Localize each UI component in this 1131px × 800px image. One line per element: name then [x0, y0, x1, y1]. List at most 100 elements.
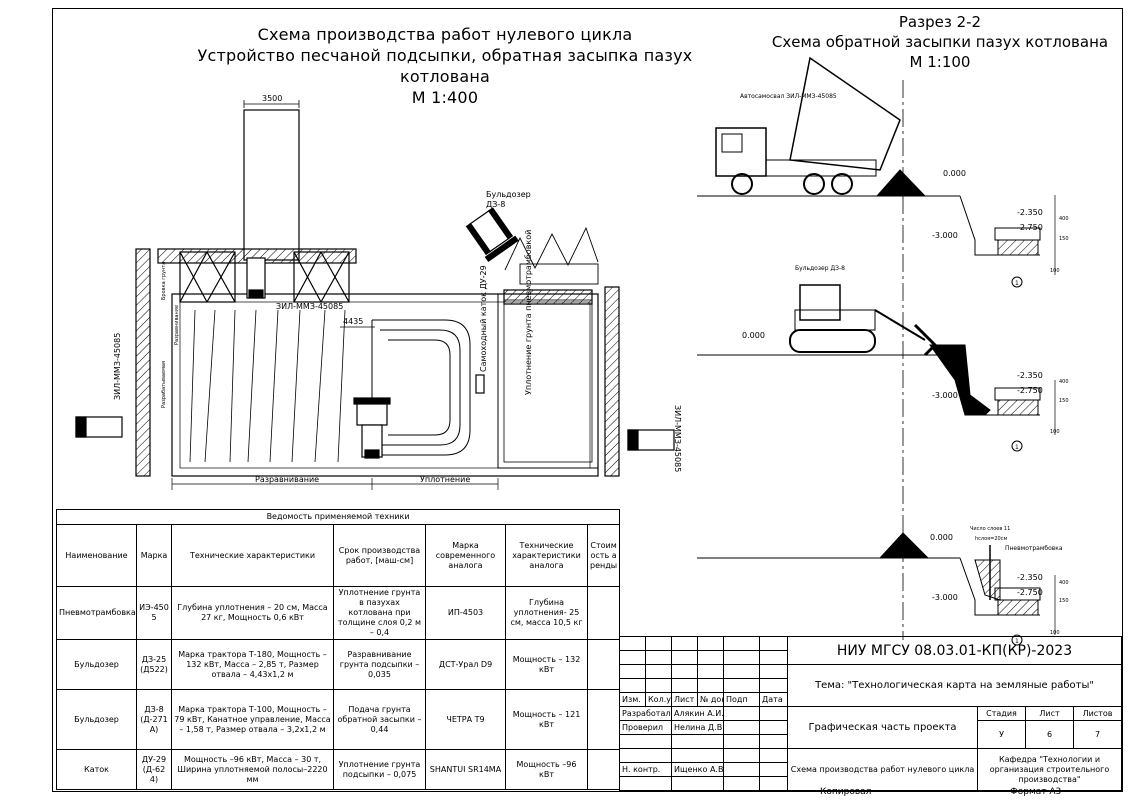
crest-hatch-right [604, 286, 620, 477]
table-row: Бульдозер ДЗ-25 (Д522) Марка трактора Т-… [56, 639, 621, 690]
sheet-value: 6 [1025, 720, 1074, 749]
topic-cell: Тема: "Технологическая карта на земляные… [786, 664, 1123, 707]
spec-cell: ДЗ-8 (Д-271А) [136, 689, 172, 750]
level-3000-s1: -3.000 [932, 231, 958, 240]
axis-1-s1: 1 [1015, 280, 1019, 287]
level-0-s3: 0.000 [930, 533, 953, 542]
footer-copied: Копировал [820, 787, 872, 797]
dim-150-s2: 150 [1059, 398, 1069, 404]
stamp-header-list: Лист [671, 692, 698, 707]
spec-header-cell: Марка [136, 524, 172, 587]
stage-header: Стадия [977, 706, 1026, 721]
title-block: НИУ МГСУ 08.03.01-КП(КР)-2023 Тема: "Тех… [619, 636, 1123, 791]
spec-cell: Пневмотрамбовка [56, 586, 137, 640]
spec-header-cell: Стоимость аренды [586, 524, 621, 587]
spec-header-cell: Марка современного аналога [425, 524, 506, 587]
dim-100-s1: 100 [1050, 268, 1060, 274]
dim-3500: 3500 [262, 94, 282, 103]
spec-header-cell: Наименование [56, 524, 137, 587]
side-label-dev: Разрабатываемая [161, 361, 167, 408]
spec-cell [586, 689, 621, 750]
spec-cell: Глубина уплотнения – 20 см, Масса 27 кг,… [171, 586, 334, 640]
spec-cell [586, 749, 621, 790]
equipment-spec-table: Ведомость применяемой техники Наименован… [55, 509, 621, 790]
bulldozer-side-label: Бульдозер ДЗ-8 [795, 265, 845, 272]
department: Кафедра "Технологии и организация строит… [976, 748, 1123, 791]
level-0-s2: 0.000 [742, 331, 765, 340]
section-view [697, 56, 1056, 646]
spec-header-cell: Срок производства работ, [маш-см] [333, 524, 426, 587]
compaction-label: Уплотнение грунта пневмотрамбовкой [524, 230, 533, 395]
spec-cell: Мощность – 132 кВт [505, 639, 588, 690]
level-2350-s1: -2.350 [1017, 208, 1043, 217]
level-3000-s3: -3.000 [932, 593, 958, 602]
spec-cell: SHANTUI SR14MA [425, 749, 506, 790]
level-2750-s1: -2.750 [1017, 223, 1043, 232]
dim-4435: 4435 [343, 317, 363, 326]
truck-right-label: ЗИЛ-ММЗ-45085 [673, 405, 682, 472]
level-2750-s2: -2.750 [1017, 386, 1043, 395]
dim-400-s2: 400 [1059, 379, 1069, 385]
truck-top-left [75, 416, 123, 438]
spec-caption: Ведомость применяемой техники [55, 509, 621, 525]
bulldozer-side [789, 284, 938, 357]
dim-400-s1: 400 [1059, 216, 1069, 222]
drawing-code: НИУ МГСУ 08.03.01-КП(КР)-2023 [786, 636, 1123, 665]
spec-cell: Подача грунта обратной засыпки – 0,44 [333, 689, 426, 750]
dim-150-s1: 150 [1059, 236, 1069, 242]
bulldozer-model-label: ДЗ-8 [486, 200, 505, 209]
truck-center-label: ЗИЛ-ММЗ-45085 [276, 302, 343, 311]
spec-cell: Каток [56, 749, 137, 790]
dim-150-s3: 150 [1059, 598, 1069, 604]
drawing-name: Схема производства работ нулевого цикла [787, 748, 978, 791]
dim-100-s3: 100 [1050, 630, 1060, 636]
spec-cell [586, 586, 621, 640]
role-developer: Разработал [619, 706, 672, 721]
side-label-crest: Бровка грунта [161, 262, 167, 300]
spec-cell: ЧЕТРА Т9 [425, 689, 506, 750]
name-checker: Нелина Д.В. [671, 720, 724, 735]
spec-cell: Марка трактора Т-180, Мощность – 132 кВт… [171, 639, 334, 690]
access-ramp [243, 109, 300, 261]
layer-height-label: hслоя=20см [975, 536, 1007, 542]
spec-cell [586, 639, 621, 690]
dim-400-s3: 400 [1059, 580, 1069, 586]
plan-title-line1: Схема производства работ нулевого цикла [257, 25, 633, 44]
name-developer: Алякин А.И. [671, 706, 724, 721]
section-title-line3: М 1:100 [909, 53, 971, 71]
stamp-header-doc: № док. [697, 692, 724, 707]
spec-cell: ДУ-29 (Д-624) [136, 749, 172, 790]
table-row: Каток ДУ-29 (Д-624) Мощность –96 кВт, Ма… [56, 749, 621, 790]
spec-cell: Марка трактора Т-100, Мощность – 79 кВт,… [171, 689, 334, 750]
spec-cell: Мощность –96 кВт, Масса – 30 т, Ширина у… [171, 749, 334, 790]
name-normcontrol: Ищенко А.В. [671, 762, 724, 777]
pit-outline [171, 293, 599, 477]
spec-header-cell: Технические характеристики [171, 524, 334, 587]
spec-cell: Бульдозер [56, 689, 137, 750]
section-title: Разрез 2-2 Схема обратной засыпки пазух … [760, 12, 1120, 72]
spec-cell: Бульдозер [56, 639, 137, 690]
role-checker: Проверил [619, 720, 672, 735]
section-cell: Графическая часть проекта [787, 706, 978, 749]
section-title-line1: Разрез 2-2 [898, 13, 982, 31]
stamp-header-data: Дата [759, 692, 788, 707]
spec-cell: ДЗ-25 (Д522) [136, 639, 172, 690]
spec-header-row: Наименование Марка Технические характери… [56, 524, 621, 587]
sheets-header: Листов [1072, 706, 1123, 721]
dim-100-s2: 100 [1050, 429, 1060, 435]
dump-truck [715, 56, 901, 195]
stamp-header-row: Изм. Кол.уч Лист № док. Подп Дата [619, 692, 1122, 707]
roller-label: Самоходный каток ДУ-29 [479, 265, 488, 372]
table-row: Пневмотрамбовка ИЭ-4505 Глубина уплотнен… [56, 586, 621, 640]
bulldozer-top [465, 207, 519, 263]
footer-format: Формат А3 [1010, 787, 1062, 797]
spec-cell: Разравнивание грунта подсыпки – 0,035 [333, 639, 426, 690]
level-0-s1: 0.000 [943, 169, 966, 178]
roller-top [353, 374, 485, 459]
upl-bottom-label: Уплотнение [420, 475, 470, 484]
plan-view [75, 100, 675, 490]
level-2350-s2: -2.350 [1017, 371, 1043, 380]
spec-cell: Мощность – 121 кВт [505, 689, 588, 750]
truck-side-label: Автосамосвал ЗИЛ-ММЗ-45085 [740, 93, 837, 100]
